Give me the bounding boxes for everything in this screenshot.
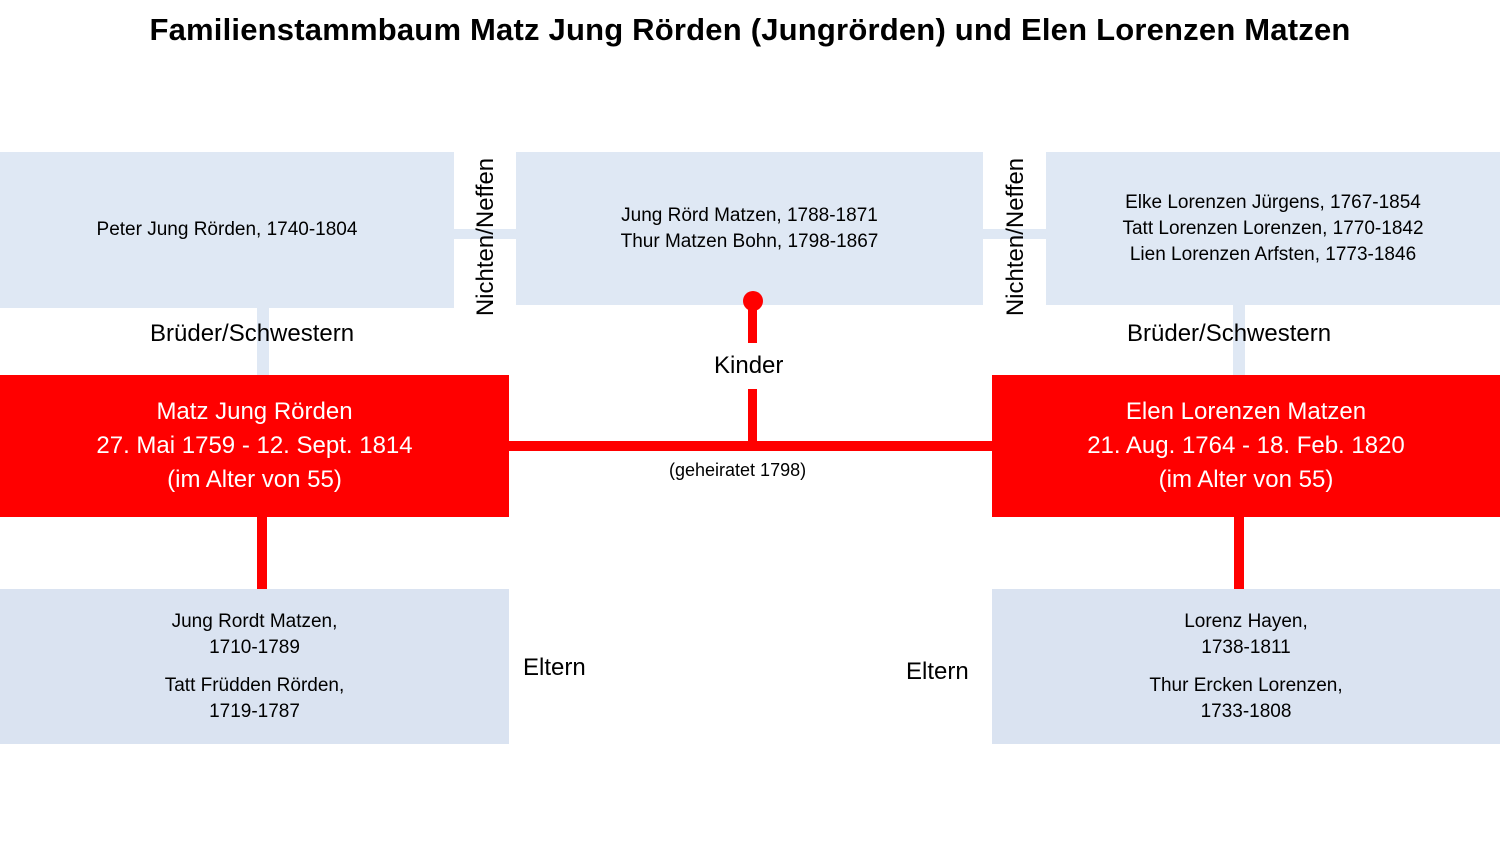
- nieces-connector-right: [983, 229, 1046, 239]
- husband-parents-connector: [257, 517, 267, 589]
- wife-parents-box: Lorenz Hayen, 1738-1811 Thur Ercken Lore…: [992, 589, 1500, 744]
- wife-father-name: Lorenz Hayen,: [1184, 610, 1308, 632]
- wife-parents-label: Eltern: [906, 658, 969, 685]
- husband-dates: 27. Mai 1759 - 12. Sept. 1814: [96, 432, 413, 459]
- husband-parents-label: Eltern: [523, 654, 586, 681]
- husband-age: (im Alter von 55): [167, 466, 342, 493]
- husband-siblings-box: Peter Jung Rörden, 1740-1804: [0, 152, 454, 308]
- husband-parents-box: Jung Rordt Matzen, 1710-1789 Tatt Früdde…: [0, 589, 509, 744]
- wife-parents-connector: [1234, 517, 1244, 589]
- wife-mother-dates: 1733-1808: [1200, 700, 1292, 722]
- wife-box: Elen Lorenzen Matzen 21. Aug. 1764 - 18.…: [992, 375, 1500, 517]
- nieces-connector-left: [454, 229, 516, 239]
- marriage-connector: [509, 441, 992, 451]
- husband-mother-dates: 1719-1787: [209, 700, 300, 722]
- husband-name: Matz Jung Rörden: [156, 398, 353, 425]
- husband-siblings-label: Brüder/Schwestern: [150, 320, 355, 347]
- page-title: Familienstammbaum Matz Jung Rörden (Jung…: [149, 12, 1351, 47]
- husband-sibling-connector: [257, 308, 269, 375]
- nieces-nephews-label-right: Nichten/Neffen: [1002, 157, 1029, 317]
- husband-father-dates: 1710-1789: [209, 636, 300, 658]
- wife-age: (im Alter von 55): [1158, 466, 1334, 493]
- wife-sibling-item: Tatt Lorenzen Lorenzen, 1770-1842: [1122, 217, 1424, 239]
- children-connector-bottom: [748, 389, 757, 441]
- husband-box: Matz Jung Rörden 27. Mai 1759 - 12. Sept…: [0, 375, 509, 517]
- child-item: Thur Matzen Bohn, 1798-1867: [620, 230, 879, 252]
- nieces-nephews-label-left: Nichten/Neffen: [472, 157, 499, 317]
- wife-father-dates: 1738-1811: [1201, 636, 1291, 658]
- wife-dates: 21. Aug. 1764 - 18. Feb. 1820: [1087, 432, 1405, 459]
- wife-sibling-item: Elke Lorenzen Jürgens, 1767-1854: [1125, 191, 1421, 213]
- child-item: Jung Rörd Matzen, 1788-1871: [621, 204, 878, 226]
- marriage-label: (geheiratet 1798): [669, 460, 807, 480]
- children-label: Kinder: [714, 352, 784, 379]
- children-connector-top: [748, 305, 757, 343]
- children-box: Jung Rörd Matzen, 1788-1871 Thur Matzen …: [516, 152, 983, 305]
- wife-mother-name: Thur Ercken Lorenzen,: [1149, 674, 1343, 696]
- wife-sibling-connector: [1233, 305, 1245, 375]
- husband-father-name: Jung Rordt Matzen,: [171, 610, 338, 632]
- husband-mother-name: Tatt Früdden Rörden,: [164, 674, 345, 696]
- wife-sibling-item: Lien Lorenzen Arfsten, 1773-1846: [1129, 243, 1417, 265]
- wife-name: Elen Lorenzen Matzen: [1125, 398, 1367, 425]
- wife-siblings-label: Brüder/Schwestern: [1127, 320, 1332, 347]
- wife-siblings-box: Elke Lorenzen Jürgens, 1767-1854 Tatt Lo…: [1046, 152, 1500, 305]
- husband-sibling-item: Peter Jung Rörden, 1740-1804: [96, 219, 358, 240]
